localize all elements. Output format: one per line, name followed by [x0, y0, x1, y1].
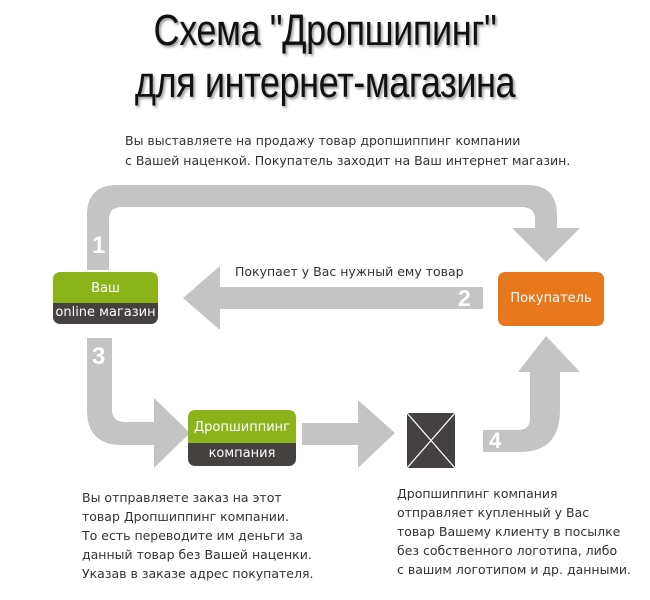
step-number-2: 2 [458, 285, 471, 311]
step4-text-line: без собственного логотипа, либо [397, 543, 618, 558]
step4-text-line: с вашим логотипом и др. данными. [397, 562, 631, 577]
dropship-node-top: Дропшиппинг [188, 410, 296, 443]
step4-text-line: отправляет купленный у Вас [397, 505, 590, 520]
dropship-node-bottom: компания [188, 443, 296, 466]
step3-text-line: То есть переводите им деньги за [82, 528, 304, 543]
step1-text-line: с Вашей наценкой. Покупатель заходит на … [125, 153, 571, 168]
step3-text-line: данный товар без Вашей наценки. [82, 547, 312, 562]
arrow-1 [87, 185, 580, 270]
step-number-4: 4 [489, 428, 502, 453]
step-number-3: 3 [92, 343, 106, 370]
step3-text-line: Вы отправляете заказ на этот [82, 490, 282, 505]
title-line-1: Схема "Дропшипинг" [153, 6, 497, 55]
step1-text-line: Вы выставляете на продажу товар дропшипп… [125, 133, 521, 148]
step-number-1: 1 [92, 232, 106, 259]
parcel-box-icon [406, 412, 456, 469]
step4-description: Дропшиппинг компания отправляет купленны… [397, 484, 631, 579]
title-line-2: для интернет-магазина [134, 58, 516, 107]
shop-node-bottom: online магазин [53, 303, 158, 324]
shop-node: Ваш online магазин [53, 272, 158, 324]
buyer-node: Покупатель [498, 272, 604, 326]
step3-description: Вы отправляете заказ на этот товар Дропш… [82, 488, 313, 583]
dropship-node: Дропшиппинг компания [188, 410, 296, 466]
arrow-dropship-to-parcel [302, 400, 395, 468]
step2-description: Покупает у Вас нужный ему товар [235, 264, 464, 279]
arrow-2 [183, 266, 483, 330]
step3-text-line: товар Дропшиппинг компании. [82, 509, 289, 524]
arrow-3 [87, 338, 190, 468]
step3-text-line: Указав в заказе адрес покупателя. [82, 566, 314, 581]
step1-description: Вы выставляете на продажу товар дропшипп… [125, 131, 570, 171]
shop-node-top: Ваш [53, 272, 158, 303]
step4-text-line: Дропшиппинг компания [397, 486, 558, 501]
arrow-4 [483, 336, 580, 452]
step4-text-line: товар Вашему клиенту в посылке [397, 524, 621, 539]
